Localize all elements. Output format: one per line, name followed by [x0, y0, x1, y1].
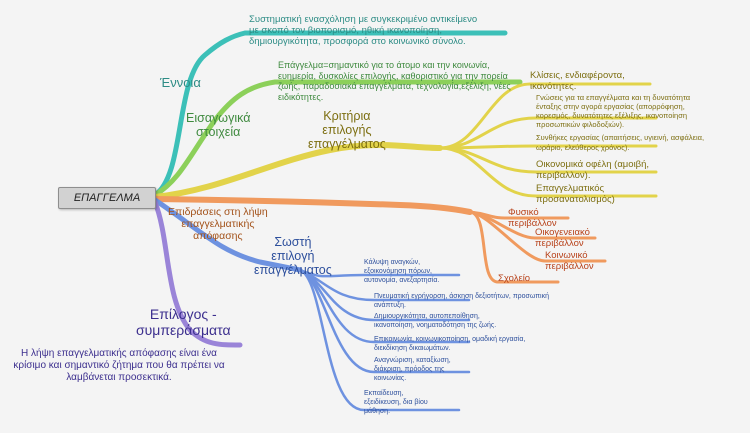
sosti-item-0: Κάλυψη αναγκών, εξοικονόμηση πόρων, αυτο… [364, 259, 440, 284]
epidraseis-item-2: Κοινωνικό περιβάλλον [545, 250, 594, 272]
epilogos-text: Η λήψη επαγγελματικής απόφασης είναι ένα… [13, 348, 225, 383]
central-node[interactable]: ΕΠΑΓΓΕΛΜΑ [58, 187, 156, 209]
eisagogika-label: Εισαγωγικά στοιχεία [186, 111, 251, 139]
kritiria-item-3: Οικονομικά οφέλη (αμοιβή, περιβαλλον). [536, 159, 650, 181]
sosti-item-3: Επικοινωνία, κοινωνικοποίηση, ομαδική ερ… [374, 336, 526, 352]
central-label: ΕΠΑΓΓΕΛΜΑ [73, 192, 141, 204]
kritiria-item-1: Γνώσεις για τα επαγγέλματα και τη δυνατό… [536, 93, 691, 129]
branch-ennoia [152, 30, 508, 198]
epidraseis-label: Επιδράσεις στη λήψη επαγγελματικής απόφα… [168, 206, 268, 242]
branch-sosti [152, 197, 303, 273]
kritiria-item-0: Κλίσεις, ενδιαφέροντα, ικανότητες. [530, 70, 625, 92]
sosti-label: Σωστή επιλογή επαγγέλματος [254, 235, 332, 277]
ennoia-text: Συστηματική ενασχόληση με συγκεκριμένο α… [249, 14, 478, 47]
branch-kritiria-0 [438, 82, 652, 150]
eisagogika-text: Επάγγελμα=σημαντικό για το άτομο και την… [278, 60, 511, 102]
branch-sosti-5 [298, 268, 461, 412]
branch-epidraseis-3 [468, 210, 560, 284]
epidraseis-item-1: Οικογενειακό περιβάλλον [535, 227, 590, 249]
branch-epidraseis-2 [468, 210, 607, 263]
branch-epidraseis [152, 196, 473, 215]
branch-kritiria-4 [438, 146, 658, 198]
branch-eisagogika [152, 79, 523, 198]
sosti-item-2: Δημιουργικότητα, αυτοπεποίθηση, ικανοποί… [374, 313, 497, 329]
branch-kritiria [152, 141, 443, 200]
kritiria-label: Κριτήρια επιλογής επαγγέλματος [308, 109, 386, 151]
sosti-item-4: Αναγνώριση, καταξίωση, διάκριση, πρόοδος… [374, 357, 451, 382]
kritiria-item-2: Συνθήκες εργασίας (απαιτήσεις, υγιεινή, … [536, 133, 705, 152]
epidraseis-item-3: Σχολείο [498, 273, 531, 284]
ennoia-label: Έννοια [160, 75, 201, 90]
sosti-item-5: Εκπαίδευση, εξειδίκευση, δια βίου μάθηση… [364, 390, 428, 415]
epidraseis-item-0: Φυσικό περιβάλλον [508, 207, 557, 229]
branch-epilogos [152, 199, 243, 348]
sosti-item-1: Πνευματική εγρήγορση, άσκηση δεξιοτήτων,… [374, 293, 549, 309]
kritiria-item-4: Επαγγελματικός προσανατολισμός) [536, 183, 615, 205]
epilogos-label: Επίλογος - συμπεράσματα [136, 306, 231, 338]
